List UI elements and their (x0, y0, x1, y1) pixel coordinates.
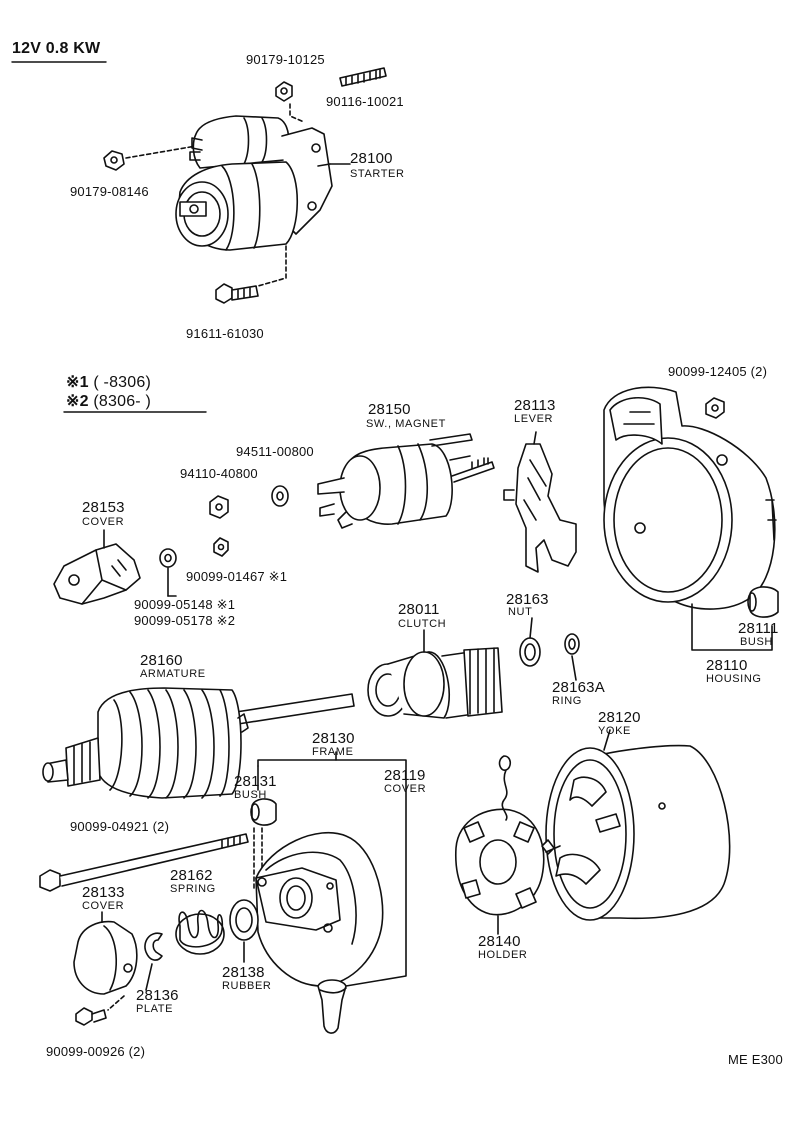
note-1-range: ( -8306) (93, 374, 151, 391)
note-2-range: (8306- ) (93, 393, 151, 410)
part-28120-name: YOKE (598, 725, 631, 737)
note-2: ※2 (8306- ) (66, 393, 151, 410)
part-28130-number: 28130 (312, 730, 355, 747)
brush-holder-drawing (455, 755, 545, 935)
boot-cover-drawing (317, 979, 347, 1034)
part-28111-name: BUSH (740, 636, 773, 648)
part-28131-name: BUSH (234, 789, 267, 801)
part-28119-name: COVER (384, 783, 427, 795)
bush-28131-drawing (250, 798, 277, 891)
part-90099-04921: 90099-04921 (2) (70, 819, 170, 834)
part-28153-name: COVER (82, 516, 125, 528)
part-90099-05178: 90099-05178 ※2 (134, 613, 236, 628)
clutch-drawing (367, 629, 503, 719)
part-28163-number: 28163 (506, 591, 549, 608)
yoke-drawing (541, 729, 731, 921)
part-28162-name: SPRING (170, 883, 216, 895)
part-90116-10021: 90116-10021 (326, 94, 404, 109)
part-28011-number: 28011 (398, 601, 440, 618)
part-90099-05148: 90099-05148 ※1 (134, 597, 236, 612)
part-28130-name: FRAME (312, 746, 354, 758)
part-28163A-number: 28163A (552, 679, 605, 696)
magnet-switch-drawing (317, 433, 495, 529)
part-28131-number: 28131 (234, 773, 277, 790)
part-28110-number: 28110 (706, 657, 748, 674)
note-2-mark: ※2 (66, 393, 89, 410)
rubber-ring-drawing (229, 899, 259, 963)
part-90099-12405: 90099-12405 (2) (668, 364, 768, 379)
part-94110-40800: 94110-40800 (180, 466, 258, 481)
part-28163A-name: RING (552, 695, 582, 707)
part-90099-00926: 90099-00926 (2) (46, 1044, 146, 1059)
note-1-mark: ※1 (66, 374, 89, 391)
part-90179-08146: 90179-08146 (70, 184, 149, 199)
lever-drawing (503, 431, 577, 573)
nut-ring-drawing (519, 617, 580, 681)
spring-drawing (175, 909, 225, 955)
part-28160-name: ARMATURE (140, 668, 206, 680)
part-90099-01467: 90099-01467 ※1 (186, 569, 288, 584)
part-28133-number: 28133 (82, 884, 125, 901)
part-28138-name: RUBBER (222, 980, 272, 992)
part-28133-name: COVER (82, 900, 125, 912)
part-28140-number: 28140 (478, 933, 521, 950)
part-28100-number: 28100 (350, 150, 393, 167)
part-28111-number: 28111 (738, 620, 779, 637)
through-bolt-drawing (39, 833, 249, 892)
part-28136-number: 28136 (136, 987, 179, 1004)
part-28150-name: SW., MAGNET (366, 418, 446, 430)
part-28136-name: PLATE (136, 1003, 174, 1015)
spec-header: 12V 0.8 KW (12, 40, 101, 57)
end-cover-drawing (73, 911, 138, 1011)
part-28160-number: 28160 (140, 652, 183, 669)
part-28153-number: 28153 (82, 499, 125, 516)
part-90179-10125: 90179-10125 (246, 52, 325, 67)
frame-bracket (257, 751, 407, 987)
part-28100-name: STARTER (350, 168, 405, 180)
plate-drawing (144, 932, 163, 991)
small-nuts-drawing (159, 485, 289, 597)
part-28110-name: HOUSING (706, 673, 762, 685)
note-1: ※1 ( -8306) (66, 374, 151, 391)
part-28140-name: HOLDER (478, 949, 528, 961)
armature-drawing (42, 687, 355, 799)
part-28011-name: CLUTCH (398, 618, 447, 630)
figure-code: ME E300 (728, 1052, 783, 1067)
end-frame-drawing (255, 831, 384, 987)
part-28162-number: 28162 (170, 867, 213, 884)
part-28163-name: NUT (508, 606, 533, 618)
part-28138-number: 28138 (222, 964, 265, 981)
part-28120-number: 28120 (598, 709, 641, 726)
part-91611-61030: 91611-61030 (186, 326, 264, 341)
screw-drawing (75, 1007, 107, 1026)
part-28113-name: LEVER (514, 413, 554, 425)
part-94511-00800: 94511-00800 (236, 444, 314, 459)
part-28113-number: 28113 (514, 397, 556, 414)
part-28150-number: 28150 (368, 401, 411, 418)
starter-assembly-drawing (103, 67, 387, 304)
cover-28153-drawing (53, 529, 141, 605)
part-28119-number: 28119 (384, 767, 426, 784)
housing-drawing (603, 386, 779, 651)
